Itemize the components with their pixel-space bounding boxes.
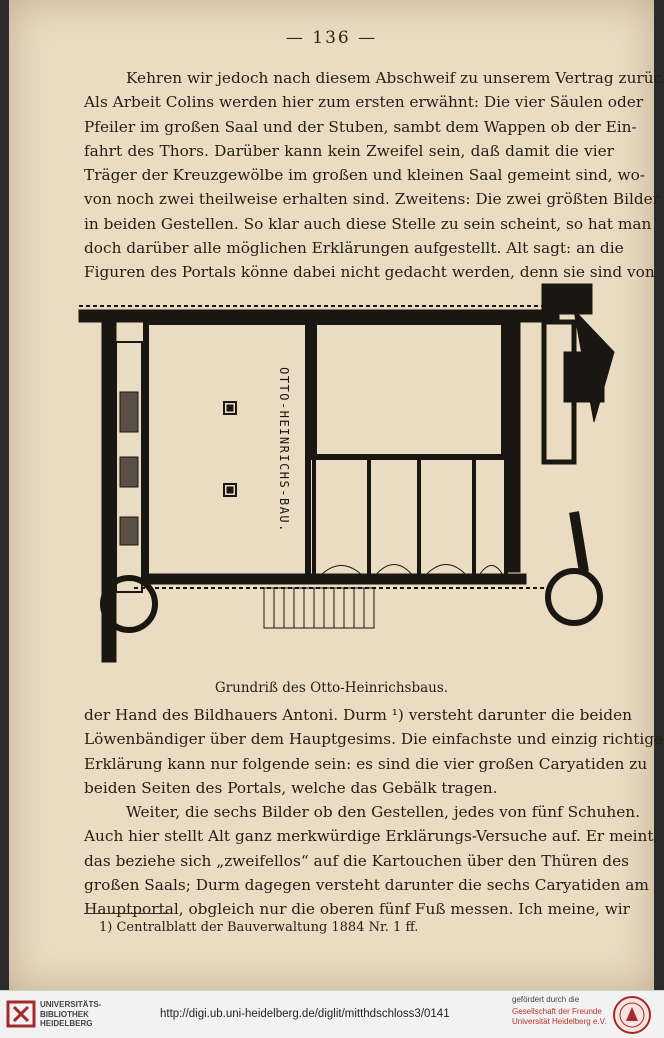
text-line: Erklärung kann nur folgende sein: es sin… xyxy=(84,754,648,773)
footnote: 1) Centralblatt der Bauverwaltung 1884 N… xyxy=(99,920,419,935)
text-line: Hauptportal, obgleich nur die oberen fün… xyxy=(84,900,630,919)
floor-plan-figure: OTTO-HEINRICHS-BAU. xyxy=(78,283,615,663)
text-line: Figuren des Portals könne dabei nicht ge… xyxy=(84,263,655,282)
sponsor-name[interactable]: Gesellschaft der Freunde Universität Hei… xyxy=(512,1007,607,1026)
text-line: in beiden Gestellen. So klar auch diese … xyxy=(84,214,652,233)
paragraph-2: der Hand des Bildhauers Antoni. Durm ¹) … xyxy=(84,703,664,922)
text-line: Auch hier stellt Alt ganz merkwürdige Er… xyxy=(84,827,659,846)
text-line: der Hand des Bildhauers Antoni. Durm ¹) … xyxy=(84,706,632,724)
library-name: UNIVERSITÄTS- BIBLIOTHEK HEIDELBERG xyxy=(40,1000,102,1028)
text-line: Träger der Kreuzgewölbe im großen und kl… xyxy=(84,166,645,185)
text-line: Kehren wir jedoch nach diesem Abschweif … xyxy=(126,69,664,87)
figure-label: OTTO-HEINRICHS-BAU. xyxy=(277,367,291,533)
scanned-page: — 136 — Kehren wir jedoch nach diesem Ab… xyxy=(9,0,664,990)
paragraph-1: Kehren wir jedoch nach diesem Abschweif … xyxy=(84,66,664,285)
text-line: beiden Seiten des Portals, welche das Ge… xyxy=(84,778,498,797)
text-line: von noch zwei theilweise erhalten sind. … xyxy=(84,190,661,209)
footnote-divider xyxy=(84,913,169,914)
text-line: Löwenbändiger über dem Hauptgesims. Die … xyxy=(84,730,664,749)
university-library-logo-icon xyxy=(6,1000,36,1028)
permalink-url[interactable]: http://digi.ub.uni-heidelberg.de/diglit/… xyxy=(160,1008,450,1020)
text-line: Pfeiler im großen Saal und der Stuben, s… xyxy=(84,117,637,136)
sponsor-label: gefördert durch die xyxy=(512,995,580,1004)
text-line: doch darüber alle möglichen Erklärungen … xyxy=(84,239,624,258)
text-line: Weiter, die sechs Bilder ob den Gestelle… xyxy=(126,803,640,822)
viewer-footer: UNIVERSITÄTS- BIBLIOTHEK HEIDELBERG http… xyxy=(0,990,664,1038)
text-line: fahrt des Thors. Darüber kann kein Zweif… xyxy=(84,141,614,160)
page-number: — 136 — xyxy=(285,28,378,48)
text-line: Als Arbeit Colins werden hier zum ersten… xyxy=(84,93,644,112)
university-seal-icon xyxy=(613,996,651,1034)
text-line: großen Saals; Durm dagegen versteht daru… xyxy=(84,876,649,895)
text-line: das beziehe sich „zweifellos“ auf die Ka… xyxy=(84,851,629,870)
figure-caption: Grundriß des Otto-Heinrichsbaus. xyxy=(214,680,449,696)
